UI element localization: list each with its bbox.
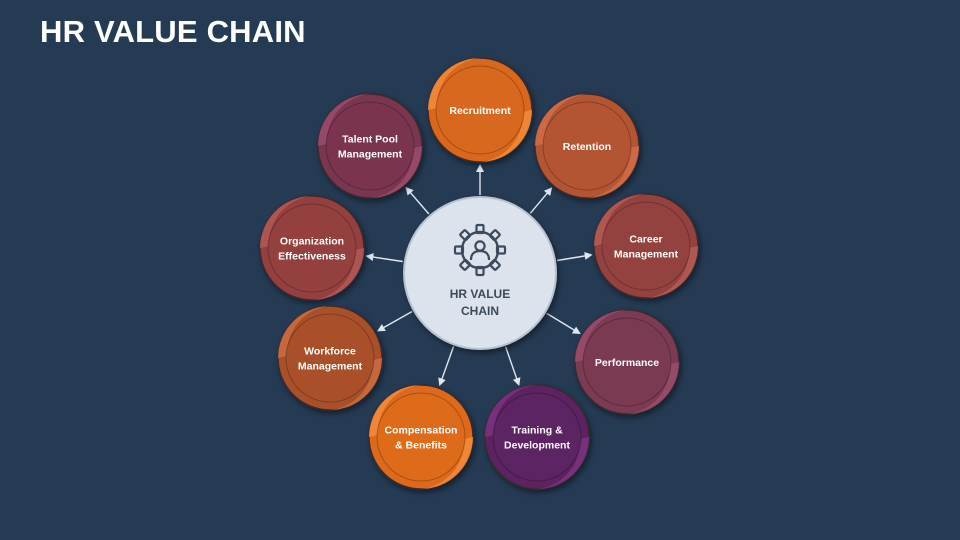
node-accent-top-talent-pool-management (318, 94, 370, 146)
node-accent-top-compensation-benefits (369, 385, 421, 437)
node-accent-top-training-development (485, 385, 537, 437)
node-accent-top-performance (575, 310, 627, 362)
node-label-talent-pool-management-1: Talent Pool (342, 134, 398, 146)
node-label-organization-effectiveness-2: Effectiveness (278, 251, 346, 263)
node-inner-recruitment (435, 65, 525, 155)
arrow-to-career-management (556, 252, 593, 262)
slide-title: HR VALUE CHAIN (40, 14, 306, 49)
node-label-workforce-management-2: Management (298, 361, 363, 373)
node-label-retention-1: Retention (563, 141, 611, 153)
node-accent-bottom-talent-pool-management (370, 146, 422, 198)
node-training-development: Training & Development (484, 384, 590, 490)
node-label-training-development-2: Development (504, 440, 570, 452)
arrow-to-organization-effectiveness (365, 253, 403, 263)
node-accent-bottom-training-development (537, 437, 589, 489)
node-accent-top-retention (535, 94, 587, 146)
node-performance: Performance (574, 309, 680, 415)
node-label-talent-pool-management-2: Management (338, 149, 403, 161)
center-label-line-1: HR VALUE (450, 287, 510, 301)
node-accent-bottom-workforce-management (330, 358, 382, 410)
node-accent-bottom-organization-effectiveness (312, 248, 364, 300)
node-compensation-benefits: Compensation & Benefits (368, 384, 474, 490)
node-label-compensation-benefits-1: Compensation (385, 425, 458, 437)
node-accent-bottom-compensation-benefits (421, 437, 473, 489)
node-accent-top-workforce-management (278, 306, 330, 358)
arrow-to-performance (546, 312, 581, 335)
node-inner-organization-effectiveness (267, 203, 357, 293)
node-inner-performance (582, 317, 672, 407)
node-recruitment: Recruitment (427, 57, 533, 163)
center-hub: HR VALUE CHAIN (403, 196, 557, 350)
node-label-career-management-2: Management (614, 249, 679, 261)
connector-arrows (365, 164, 593, 387)
node-label-career-management-1: Career (629, 234, 662, 246)
arrow-to-workforce-management (376, 310, 413, 332)
node-accent-top-career-management (594, 194, 646, 246)
node-inner-workforce-management (285, 313, 375, 403)
node-label-organization-effectiveness-1: Organization (280, 236, 344, 248)
node-label-training-development-1: Training & (511, 425, 563, 437)
node-accent-top-organization-effectiveness (260, 196, 312, 248)
node-label-recruitment-1: Recruitment (449, 105, 511, 117)
node-accent-bottom-performance (627, 362, 679, 414)
node-accent-bottom-retention (587, 146, 639, 198)
center-label-line-2: CHAIN (461, 304, 499, 318)
node-label-performance-1: Performance (595, 357, 659, 369)
node-inner-career-management (601, 201, 691, 291)
value-chain-nodes: RecruitmentRetentionCareerManagementPerf… (259, 57, 699, 490)
node-accent-bottom-career-management (646, 246, 698, 298)
node-label-compensation-benefits-2: & Benefits (395, 440, 447, 452)
gear-person-icon (453, 223, 507, 277)
center-circle (403, 196, 557, 350)
node-inner-retention (542, 101, 632, 191)
node-inner-talent-pool-management (325, 101, 415, 191)
node-retention: Retention (534, 93, 640, 199)
arrow-to-compensation-benefits (438, 346, 455, 387)
node-inner-compensation-benefits (376, 392, 466, 482)
arrow-to-training-development (504, 346, 521, 386)
node-accent-top-recruitment (428, 58, 480, 110)
node-label-workforce-management-1: Workforce (304, 346, 356, 358)
node-accent-bottom-recruitment (480, 110, 532, 162)
arrow-to-retention (529, 187, 553, 214)
arrow-to-talent-pool-management (405, 186, 430, 215)
node-inner-training-development (492, 392, 582, 482)
